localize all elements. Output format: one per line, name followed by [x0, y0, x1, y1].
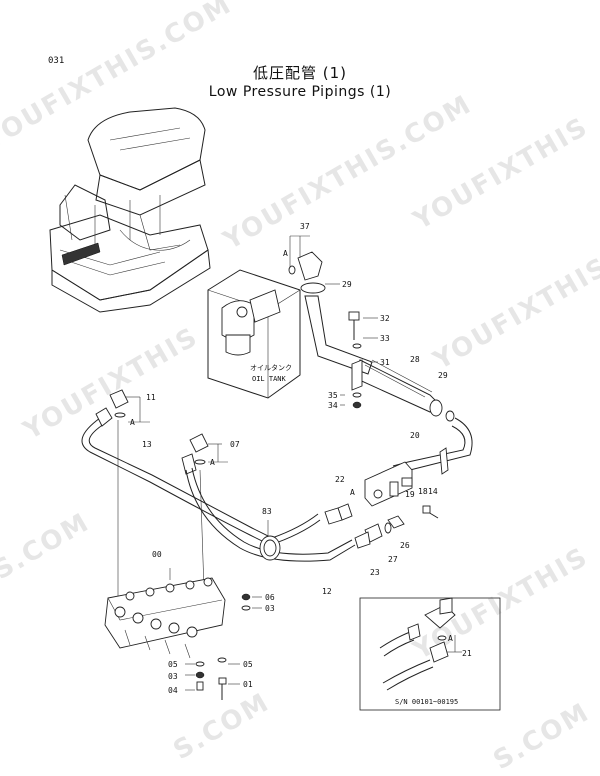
oil-tank-drawing: オイルタンク OIL TANK	[207, 269, 301, 399]
title-english: Low Pressure Pipings (1)	[208, 84, 392, 100]
serial-inset: S/N 00101~00195	[359, 597, 501, 711]
callout-A3: A	[350, 488, 355, 497]
callout-14: 14	[428, 487, 438, 496]
watermark: S.COM	[0, 507, 95, 586]
watermark: YOUFIXTHIS.COM	[0, 0, 237, 157]
watermark: S.COM	[489, 697, 596, 776]
callout-13: 13	[142, 440, 152, 449]
elbow-11	[109, 389, 150, 600]
callout-05a: 05	[168, 660, 178, 669]
callout-07: 07	[230, 440, 240, 449]
callout-04: 04	[168, 686, 178, 695]
oil-tank-label-jp: オイルタンク	[250, 363, 292, 372]
callout-22: 22	[335, 475, 345, 484]
callout-83: 83	[262, 507, 272, 516]
return-manifold	[324, 461, 439, 549]
return-pipe	[392, 417, 473, 476]
callout-32: 32	[380, 314, 390, 323]
hose-clamp-83	[259, 520, 281, 561]
callout-20: 20	[410, 431, 420, 440]
callout-28: 28	[410, 355, 420, 364]
callout-03b: 03	[168, 672, 178, 681]
oil-tank-label-en: OIL TANK	[252, 375, 287, 383]
callout-34: 34	[328, 401, 338, 410]
callout-26: 26	[400, 541, 410, 550]
machine-overview-drawing	[49, 107, 211, 313]
callout-06: 06	[265, 593, 275, 602]
callout-11: 11	[146, 393, 156, 402]
callout-35: 35	[328, 391, 338, 400]
callout-18: 18	[418, 487, 428, 496]
callout-33: 33	[380, 334, 390, 343]
callout-21: 21	[462, 649, 472, 658]
callout-05b: 05	[243, 660, 253, 669]
return-hose-13	[81, 407, 321, 546]
callout-29b: 29	[438, 371, 448, 380]
serial-number-range: S/N 00101~00195	[395, 698, 458, 706]
callout-03: 03	[265, 604, 275, 613]
page-number: 031	[48, 56, 65, 66]
suction-elbow-assembly	[288, 235, 340, 294]
callout-labels: 37 A 29 32 33 31 28 29 35 34 11 A 13 07 …	[130, 222, 472, 695]
watermark: YOUFIXTHIS.COM	[428, 209, 600, 376]
watermark: YOUFIXTHIS.COM	[218, 89, 478, 256]
callout-29: 29	[342, 280, 352, 289]
callout-A4: A	[448, 634, 453, 643]
callout-01: 01	[243, 680, 253, 689]
callout-31: 31	[380, 358, 390, 367]
callout-A1: A	[130, 418, 135, 427]
callout-12: 12	[322, 587, 332, 596]
title-japanese: 低圧配管 (1)	[252, 64, 348, 82]
valve-fasteners	[185, 593, 262, 700]
callout-A2: A	[210, 458, 215, 467]
callout-27: 27	[388, 555, 398, 564]
callout-00: 00	[152, 550, 162, 559]
callout-37: 37	[300, 222, 310, 231]
callout-A: A	[283, 249, 288, 258]
callout-19: 19	[405, 490, 415, 499]
control-valve	[104, 568, 226, 659]
bolt-and-washers	[340, 311, 378, 409]
callout-23: 23	[370, 568, 380, 577]
watermark: YOUFIXTHIS	[18, 322, 204, 447]
